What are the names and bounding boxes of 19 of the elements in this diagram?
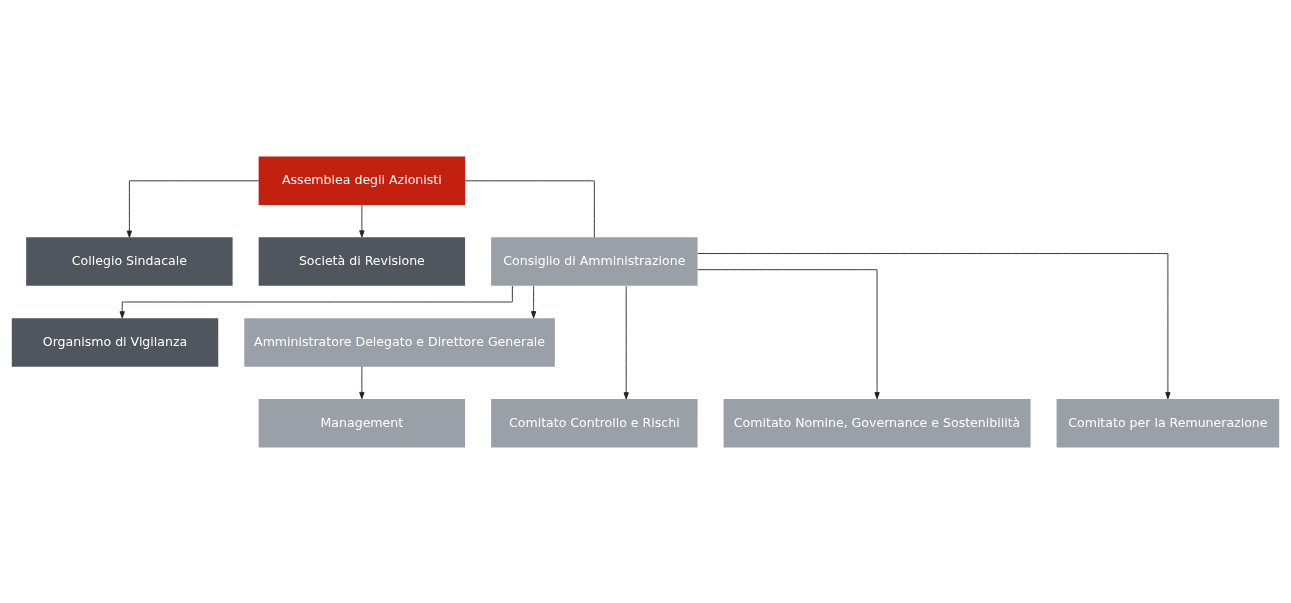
- arrow: [697, 268, 880, 399]
- arrow: [697, 252, 1171, 399]
- arrow: [126, 179, 259, 238]
- node-box: Collegio Sindacale: [26, 236, 233, 286]
- arrow: [359, 365, 365, 399]
- node-box: Assemblea degli Azionisti: [258, 156, 466, 205]
- arrow: [359, 204, 365, 238]
- arrow: [530, 284, 537, 318]
- node-box: Comitato Nomine, Governance e Sostenibilità: [723, 398, 1031, 447]
- node-box: Società di Revisione: [258, 236, 466, 286]
- node-box: Comitato Controllo e Rischi: [491, 398, 698, 447]
- arrow: [119, 285, 513, 318]
- node-box: Consiglio di Amministrazione: [491, 236, 698, 286]
- node-box: Management: [258, 398, 466, 447]
- node-box: Amministratore Delegato e Direttore Generale: [244, 317, 555, 367]
- node-box: Organismo di Vigilanza: [11, 317, 219, 367]
- arrow: [623, 285, 629, 399]
- connector: [464, 179, 595, 238]
- node-box: Comitato per la Remunerazione: [1056, 398, 1280, 447]
